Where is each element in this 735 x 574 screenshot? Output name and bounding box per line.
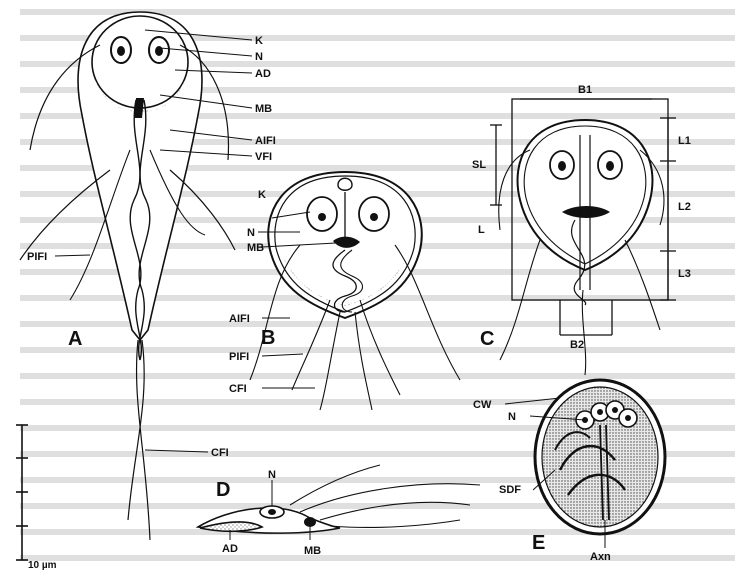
panel-b-label-n: N [247,227,255,239]
panel-c-letter: C [480,328,494,350]
panel-e-label-n: N [508,411,516,423]
panel-b-label-aifl: AIFI [229,313,250,325]
panel-a-label-n: N [255,51,263,63]
panel-d-label-mb: MB [304,545,321,557]
panel-a-label-aifl: AIFI [255,135,276,147]
panel-e-label-cw: CW [473,399,492,411]
panel-a-label-mb: MB [255,103,272,115]
panel-d-lateral-view [198,465,480,533]
panel-a-label-ad: AD [255,68,271,80]
panel-a-letter: A [68,328,82,350]
panel-b-label-k: K [258,189,266,201]
panel-c-label-b2: B2 [570,339,584,351]
panel-c-label-l: L [478,224,485,236]
panel-c-label-sl: SL [472,159,486,171]
scale-bar [16,425,28,560]
panel-c-label-b1: B1 [578,84,592,96]
panel-b-letter: B [261,327,275,349]
panel-e-label-sdf: SDF [499,484,521,496]
panel-a-label-cfl: CFI [211,447,229,459]
scale-bar-label: 10 µm [28,560,57,571]
panel-d-letter: D [216,479,230,501]
panel-c-label-l1: L1 [678,135,691,147]
panel-a-label-k: K [255,35,263,47]
panel-a-adhesive-disc [92,16,188,108]
panel-a-label-vfl: VFI [255,151,272,163]
panel-b-label-cfl: CFI [229,383,247,395]
panel-c-label-l2: L2 [678,201,691,213]
panel-e-label-axn: Axn [590,551,611,563]
panel-d-label-n: N [268,469,276,481]
panel-e-cyst [535,380,665,534]
panel-a-label-pifl: PIFI [27,251,47,263]
panel-d-median-body [304,517,316,527]
panel-d-label-ad: AD [222,543,238,555]
panel-c-label-l3: L3 [678,268,691,280]
panel-e-letter: E [532,532,545,554]
panel-b-label-mb: MB [247,242,264,254]
panel-b-label-pifl: PIFI [229,351,249,363]
